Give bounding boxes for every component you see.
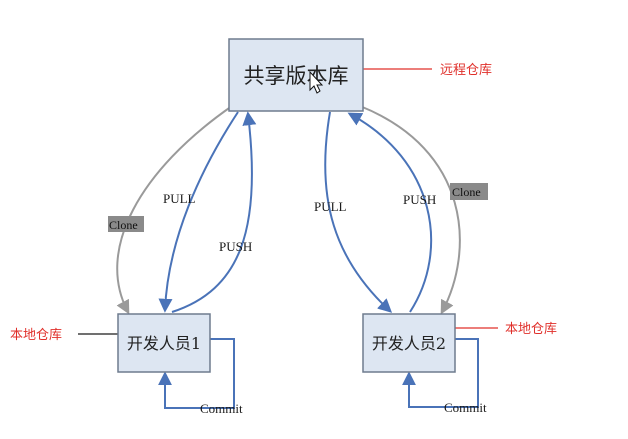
shared-repo-box <box>228 38 364 112</box>
dev2-annotation: 本地仓库 <box>505 321 557 337</box>
dev2-commit-label: Commit <box>444 400 487 415</box>
dev2-clone-label-bg <box>450 183 488 200</box>
shared-repo-label: 共享版本库 <box>244 64 349 88</box>
dev2-commit-arrow <box>402 338 479 408</box>
dev1-push-arrow <box>171 111 257 313</box>
dev2-push-arrow <box>347 112 433 313</box>
shared-annotation: 远程仓库 <box>440 62 492 78</box>
dev1-box <box>117 313 211 373</box>
dev2-label: 开发人员2 <box>372 334 446 353</box>
dev1-pull-label: PULL <box>163 191 196 206</box>
dev2-clone-arrow <box>359 105 461 315</box>
dev1-commit-label: Commit <box>200 401 243 416</box>
dev1-clone-label: Clone <box>109 218 138 232</box>
dev2-pull-arrow <box>324 111 393 313</box>
dev1-clone-arrow <box>116 105 233 315</box>
dev1-annotation: 本地仓库 <box>10 327 62 343</box>
mouse-pointer-icon <box>309 70 324 94</box>
dev2-clone-label: Clone <box>452 185 481 199</box>
dev2-pull-label: PULL <box>314 199 347 214</box>
dev1-clone-label-bg <box>108 216 144 232</box>
dev1-push-label: PUSH <box>219 239 252 254</box>
dev2-push-label: PUSH <box>403 192 436 207</box>
dev1-pull-arrow <box>158 111 239 313</box>
dev1-label: 开发人员1 <box>127 334 201 353</box>
dev1-commit-arrow <box>158 338 235 409</box>
dev2-box <box>362 313 456 373</box>
